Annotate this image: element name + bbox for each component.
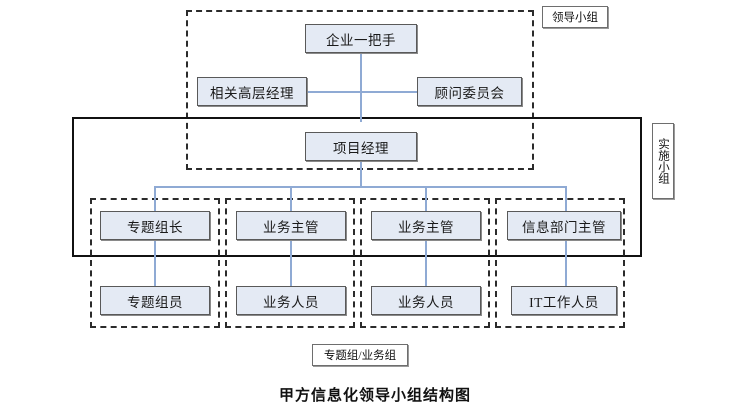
node-it-staff[interactable]: IT工作人员 — [511, 286, 617, 315]
leadership-group-label: 领导小组 — [542, 6, 608, 28]
connector-row4-row5-1 — [154, 240, 156, 286]
connector-distribution-bus — [154, 186, 567, 188]
node-business-supervisor-1[interactable]: 业务主管 — [236, 211, 346, 240]
connector-row4-row5-2 — [290, 240, 292, 286]
node-business-staff-1[interactable]: 业务人员 — [236, 286, 346, 315]
connector-drop-2 — [290, 186, 292, 212]
workgroup-column-4 — [495, 198, 625, 328]
workgroup-label: 专题组/业务组 — [312, 344, 408, 366]
node-project-manager[interactable]: 项目经理 — [305, 132, 417, 161]
connector-project-manager-down — [360, 160, 362, 187]
node-topic-group-member[interactable]: 专题组员 — [100, 286, 210, 315]
connector-drop-1 — [154, 186, 156, 212]
connector-senior-advisory — [305, 91, 417, 93]
node-business-staff-2[interactable]: 业务人员 — [371, 286, 481, 315]
node-top-leader[interactable]: 企业一把手 — [305, 24, 417, 53]
connector-drop-4 — [565, 186, 567, 212]
node-business-supervisor-2[interactable]: 业务主管 — [371, 211, 481, 240]
implementation-group-label: 实施小组 — [652, 123, 674, 199]
node-it-department-supervisor[interactable]: 信息部门主管 — [507, 211, 621, 240]
connector-top-leader-down — [360, 52, 362, 122]
node-senior-manager[interactable]: 相关高层经理 — [197, 77, 307, 106]
connector-row4-row5-3 — [425, 240, 427, 286]
connector-row4-row5-4 — [565, 240, 567, 286]
chart-title: 甲方信息化领导小组结构图 — [278, 386, 471, 404]
implementation-group-frame — [72, 117, 642, 257]
connector-drop-3 — [425, 186, 427, 212]
node-advisory-committee[interactable]: 顾问委员会 — [417, 77, 522, 106]
node-topic-group-leader[interactable]: 专题组长 — [100, 211, 210, 240]
connector-workgroup-tag — [360, 328, 362, 340]
